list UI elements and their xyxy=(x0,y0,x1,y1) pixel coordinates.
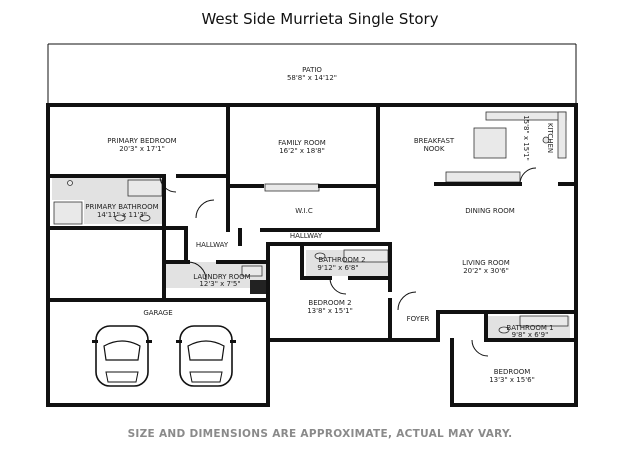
patio-area: PATIO 58'8" x 14'12" xyxy=(47,43,577,105)
primary-bathroom-dims: 14'11" x 11'3" xyxy=(97,211,147,219)
walls xyxy=(46,103,578,407)
primary-bedroom-label: PRIMARY BEDROOM xyxy=(107,137,176,145)
bathroom-2-dims: 9'12" x 6'8" xyxy=(317,264,358,272)
hallway-center-label: HALLWAY xyxy=(290,232,323,240)
bedroom-label: BEDROOM xyxy=(494,368,531,376)
primary-bedroom-dims: 20'3" x 17'1" xyxy=(119,145,165,153)
bedroom-dims: 13'3" x 15'6" xyxy=(489,376,535,384)
door-swings xyxy=(159,167,537,357)
car-icon-left xyxy=(92,325,152,387)
garage-label: GARAGE xyxy=(143,309,172,317)
bathroom-1-fixtures xyxy=(488,315,570,338)
bathroom-1-label: BATHROOM 1 xyxy=(506,324,553,332)
living-room-label: LIVING ROOM xyxy=(462,259,510,267)
laundry-fixtures xyxy=(164,262,266,294)
kitchen-label: KITCHEN xyxy=(546,123,554,153)
bathroom-1-dims: 9'8" x 6'9" xyxy=(512,331,549,339)
kitchen-fixtures xyxy=(445,111,567,183)
bathroom-2-label: BATHROOM 2 xyxy=(318,256,365,264)
disclaimer: SIZE AND DIMENSIONS ARE APPROXIMATE, ACT… xyxy=(127,428,513,440)
plan-title: West Side Murrieta Single Story xyxy=(201,10,439,28)
hallway-left-label: HALLWAY xyxy=(196,241,229,249)
laundry-room-dims: 12'3" x 7'5" xyxy=(199,280,240,288)
fireplace xyxy=(264,183,320,192)
family-room-label: FAMILY ROOM xyxy=(278,139,326,147)
breakfast-nook-label-2: NOOK xyxy=(424,145,445,153)
kitchen-dims: 15'8" x 15'1" xyxy=(522,115,530,161)
primary-bathroom-label: PRIMARY BATHROOM xyxy=(85,203,158,211)
bedroom-2-dims: 13'8" x 15'1" xyxy=(307,307,353,315)
living-room-dims: 20'2" x 30'6" xyxy=(463,267,509,275)
patio-label: PATIO xyxy=(302,66,322,74)
patio-dims: 58'8" x 14'12" xyxy=(287,74,337,82)
dining-room-label: DINING ROOM xyxy=(465,207,515,215)
family-room-dims: 16'2" x 18'8" xyxy=(279,147,325,155)
laundry-room-label: LAUNDRY ROOM xyxy=(193,273,250,281)
car-icon-right xyxy=(176,325,236,387)
wic-label: W.I.C xyxy=(295,207,313,215)
bedroom-2-label: BEDROOM 2 xyxy=(308,299,351,307)
breakfast-nook-label: BREAKFAST xyxy=(414,137,455,145)
bathroom-2-fixtures xyxy=(306,249,390,276)
primary-bath-tiles xyxy=(52,178,164,225)
foyer-label: FOYER xyxy=(407,315,430,323)
